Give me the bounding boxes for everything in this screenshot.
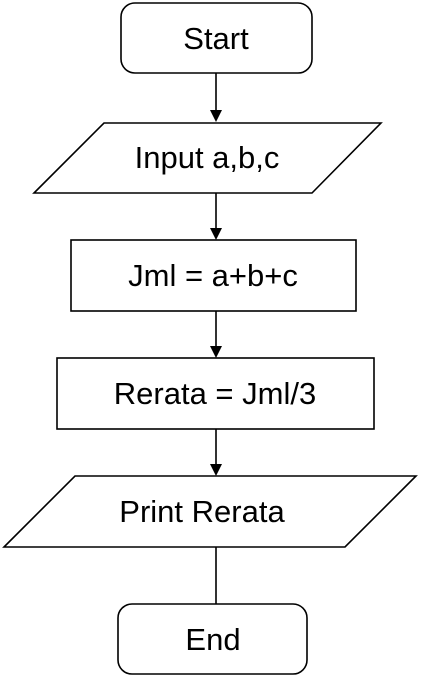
edge-start-to-input — [210, 73, 222, 122]
arrowhead — [210, 464, 222, 476]
edge-sum-to-average — [210, 311, 222, 358]
sum-process-shape — [70, 239, 357, 312]
node-start: Start — [120, 2, 313, 74]
node-end: End — [117, 603, 308, 675]
sum-label: Jml = a+b+c — [128, 258, 298, 293]
node-print: Print Rerata — [2, 475, 418, 548]
edge-average-to-print — [210, 429, 222, 476]
arrowhead — [210, 110, 222, 122]
arrowhead — [210, 228, 222, 240]
average-process-shape — [56, 357, 375, 430]
end-label: End — [185, 622, 240, 657]
start-label: Start — [183, 21, 249, 56]
average-label: Rerata = Jml/3 — [114, 376, 316, 411]
node-average: Rerata = Jml/3 — [56, 357, 375, 430]
node-sum: Jml = a+b+c — [70, 239, 357, 312]
input-data-shape — [32, 122, 383, 194]
print-label: Print Rerata — [119, 494, 285, 529]
end-terminator-shape — [117, 603, 308, 675]
input-label: Input a,b,c — [135, 140, 280, 175]
print-data-shape — [2, 475, 418, 548]
node-input: Input a,b,c — [32, 122, 383, 194]
edge-input-to-sum — [210, 193, 222, 240]
arrowhead — [210, 346, 222, 358]
